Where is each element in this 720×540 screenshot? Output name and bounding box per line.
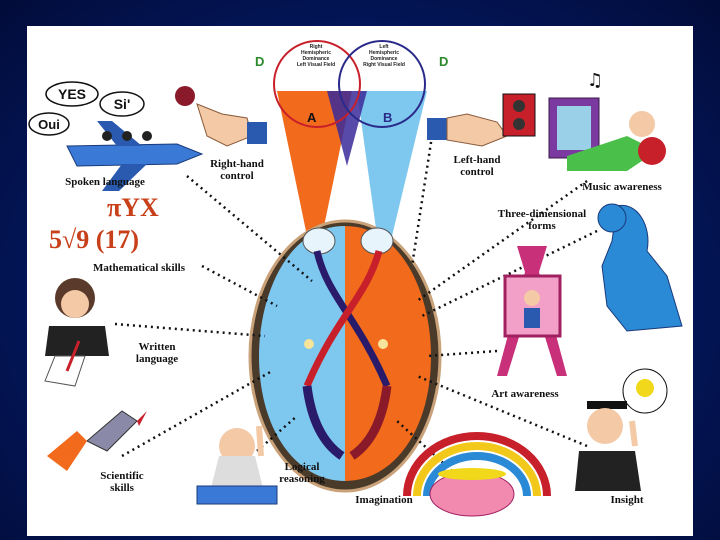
music-listener-icon: ♫ bbox=[549, 70, 666, 171]
insight-person-icon bbox=[575, 369, 667, 491]
math-line-1: πYX bbox=[107, 193, 159, 222]
region-b-label: B bbox=[383, 110, 392, 125]
right-hand-icon bbox=[175, 86, 267, 146]
label-scientific-skills: Scientific skills bbox=[87, 470, 157, 494]
diagram-panel: ♫ πYX 5√9 (17) bbox=[27, 26, 693, 536]
speech-si: Si' bbox=[107, 96, 137, 112]
region-a-label: A bbox=[307, 110, 316, 125]
label-spoken-language: Spoken language bbox=[45, 176, 165, 188]
venn-marker-right: D bbox=[439, 54, 448, 69]
svg-text:♫: ♫ bbox=[587, 70, 603, 91]
label-art-awareness: Art awareness bbox=[475, 388, 575, 400]
label-left-hand-control: Left-hand control bbox=[442, 154, 512, 178]
label-mathematical-skills: Mathematical skills bbox=[69, 262, 209, 274]
label-right-hand-control: Right-hand control bbox=[202, 158, 272, 182]
speech-yes: YES bbox=[54, 86, 90, 102]
rocket-icon bbox=[47, 411, 147, 471]
label-logical-reasoning: Logical reasoning bbox=[267, 461, 337, 485]
math-symbols-icon: πYX 5√9 (17) bbox=[49, 193, 159, 254]
venn-right-text: Left Hemispheric Dominance Right Visual … bbox=[355, 44, 413, 68]
label-written-language: Written language bbox=[122, 341, 192, 365]
left-hand-icon bbox=[427, 94, 535, 146]
old-scholar-icon bbox=[197, 426, 277, 504]
label-three-dimensional-forms: Three-dimensional forms bbox=[482, 208, 602, 232]
label-music-awareness: Music awareness bbox=[567, 181, 677, 193]
writing-person-icon bbox=[45, 278, 109, 386]
label-insight: Insight bbox=[597, 494, 657, 506]
speech-oui: Oui bbox=[33, 117, 65, 132]
label-imagination: Imagination bbox=[339, 494, 429, 506]
easel-painting-icon bbox=[497, 246, 567, 376]
math-line-2: 5√9 (17) bbox=[49, 225, 139, 254]
venn-left-text: Right Hemispheric Dominance Left Visual … bbox=[287, 44, 345, 68]
thinker-statue-icon bbox=[598, 204, 682, 331]
venn-marker-left: D bbox=[255, 54, 264, 69]
